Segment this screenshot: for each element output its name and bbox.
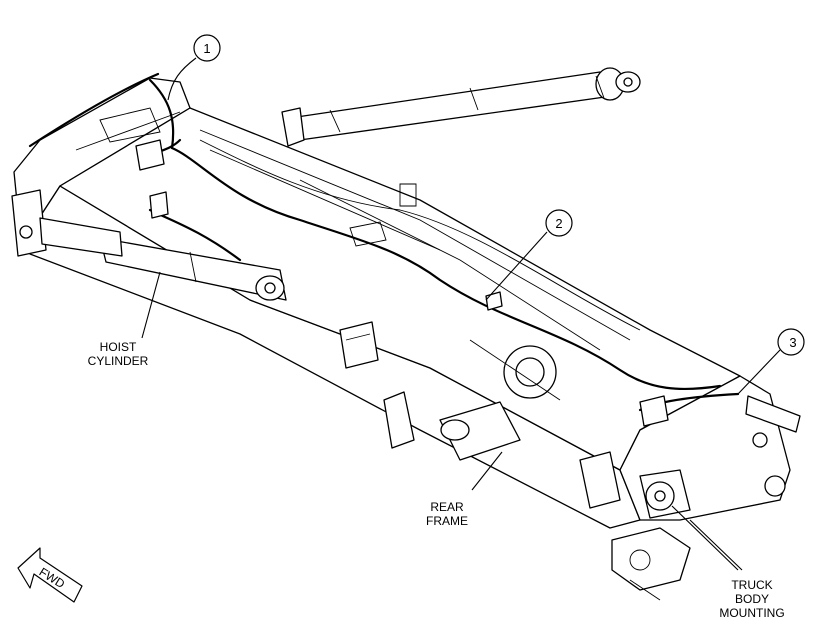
upper-cylinder	[281, 67, 641, 147]
callout-3: 3	[737, 328, 805, 395]
hoist-cylinder-label-line-1: HOIST	[100, 340, 137, 354]
rear-frame-label: REAR FRAME	[426, 451, 503, 528]
callout-2-number: 2	[555, 216, 562, 231]
wiring-harness	[28, 72, 740, 427]
truck-body-mounting-label-line-2: BODY	[735, 592, 769, 606]
rear-frame-label-line-2: FRAME	[426, 514, 468, 528]
callout-1: 1	[167, 34, 221, 101]
rear-frame-label-line-1: REAR	[430, 500, 464, 514]
truck-body-mounting-label: TRUCK BODY MOUNTING	[671, 505, 785, 620]
truck-body-mounting-label-line-3: MOUNTING	[719, 606, 784, 620]
hoist-cylinder-label-line-2: CYLINDER	[88, 354, 149, 368]
callout-3-number: 3	[789, 335, 796, 350]
hoist-cylinder-label: HOIST CYLINDER	[88, 271, 161, 368]
callout-2: 2	[485, 209, 573, 301]
fwd-arrow: FWD	[17, 547, 83, 603]
callout-1-number: 1	[203, 41, 210, 56]
rear-frame-structure	[11, 77, 801, 529]
hoist-cylinder	[39, 217, 287, 301]
truck-body-mounting	[611, 469, 691, 601]
truck-body-mounting-label-line-1: TRUCK	[731, 578, 772, 592]
